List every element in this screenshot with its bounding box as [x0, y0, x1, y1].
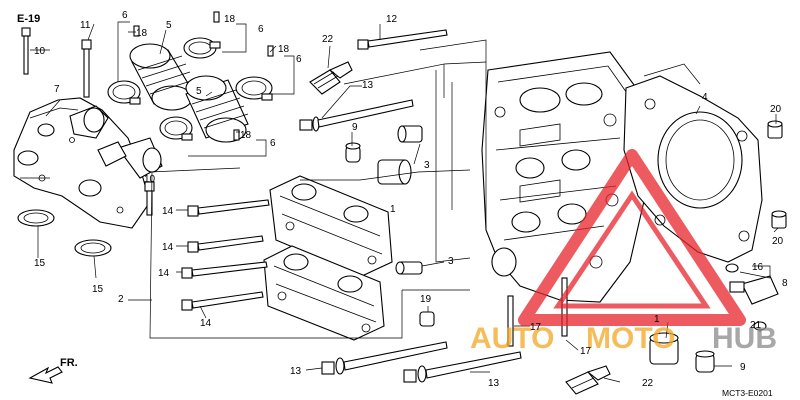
callout-3-top: 3 — [424, 160, 430, 171]
callout-18-d: 18 — [240, 130, 252, 141]
screw-18-d — [233, 129, 240, 141]
callout-1-top: 1 — [390, 204, 396, 215]
bolt-10-top — [21, 27, 31, 75]
guide-1-lower — [649, 332, 679, 365]
front-direction-label: FR. — [60, 357, 78, 369]
spark-plug-22-top — [309, 61, 353, 95]
spark-plug-22-lower — [565, 365, 611, 395]
callout-10-top: 10 — [34, 46, 46, 57]
callout-7: 7 — [54, 84, 60, 95]
callout-6-a: 6 — [122, 10, 128, 21]
band-6-lower-left — [159, 116, 193, 141]
callout-9-top: 9 — [352, 122, 358, 133]
callout-13-lower-a: 13 — [290, 366, 302, 377]
callout-18-a: 18 — [136, 28, 148, 39]
section-reference: E-19 — [17, 13, 40, 25]
insulator-5-lower — [185, 75, 249, 143]
thermostat-housing — [13, 97, 163, 229]
dowel-pin-20-upper — [767, 120, 783, 139]
callout-2: 2 — [118, 294, 124, 305]
callout-18-b: 18 — [224, 14, 236, 25]
callout-14-a: 14 — [162, 206, 174, 217]
assembly-frame — [149, 39, 701, 339]
o-ring-15-left — [17, 209, 55, 227]
callout-10-lower: 10 — [144, 174, 156, 185]
temperature-sensor-8 — [729, 275, 779, 305]
watermark-logo: AUTO MOTO HUB — [470, 149, 777, 355]
callout-14-b: 14 — [162, 242, 174, 253]
callout-20-lower: 20 — [772, 236, 784, 247]
o-ring-16 — [725, 263, 739, 273]
screw-18-c — [267, 45, 274, 57]
bolt-14-b — [187, 235, 264, 253]
callout-12: 12 — [386, 14, 398, 25]
bolt-13-lower-b — [403, 351, 522, 383]
bolt-14-d — [181, 291, 264, 311]
callout-20-top: 20 — [770, 104, 782, 115]
seal-9-upper — [345, 142, 361, 163]
callout-8: 8 — [782, 278, 788, 289]
watermark-text-hub: HUB — [712, 322, 777, 355]
callout-6-b: 6 — [258, 24, 264, 35]
band-6-lower-right — [235, 76, 273, 101]
callout-21: 21 — [750, 320, 762, 331]
callout-labels: 11 10 7 6 18 5 18 6 12 22 18 6 5 18 6 13… — [34, 10, 788, 389]
camshaft-holder-lower — [263, 245, 385, 341]
stud-17-a — [507, 295, 514, 347]
bolt-13-upper — [299, 99, 414, 132]
callout-13-top: 13 — [362, 80, 374, 91]
callout-16: 16 — [752, 262, 764, 273]
callout-22-lower: 22 — [642, 378, 654, 389]
leader-lines — [20, 21, 779, 383]
watermark-text-moto: MOTO — [586, 322, 675, 355]
bolt-13-lower-a — [321, 341, 448, 375]
callout-3-lower: 3 — [448, 256, 454, 267]
screw-18-a — [133, 25, 140, 37]
pin-19 — [419, 311, 435, 327]
bolt-12 — [357, 29, 448, 50]
callout-17-a: 17 — [530, 322, 542, 333]
cylinder-head — [481, 51, 651, 303]
front-direction-arrow: FR. — [28, 357, 78, 384]
guide-1-upper — [377, 159, 412, 185]
callout-14-d: 14 — [200, 318, 212, 329]
band-6-upper-right — [183, 37, 221, 59]
bolt-14-a — [187, 199, 270, 217]
callout-19: 19 — [420, 294, 432, 305]
callout-5-lower: 5 — [196, 86, 202, 97]
callout-6-c: 6 — [296, 54, 302, 65]
watermark-text-auto: AUTO — [470, 322, 554, 355]
callout-1-lower: 1 — [654, 314, 660, 325]
callout-13-lower-b: 13 — [488, 378, 500, 389]
dowel-3-upper — [397, 125, 423, 143]
watermark-triangle-icon — [518, 149, 746, 326]
callout-11: 11 — [80, 20, 91, 31]
callout-18-c: 18 — [278, 44, 290, 55]
callout-17-b: 17 — [580, 346, 592, 357]
figure-code: MCT3-E0201 — [722, 388, 773, 398]
camshaft-holder-upper — [269, 175, 393, 277]
callout-9-lower: 9 — [740, 362, 746, 373]
dowel-pin-20-lower — [771, 210, 787, 229]
callout-15-left: 15 — [34, 258, 46, 269]
o-ring-15-right — [74, 239, 112, 257]
bolt-10-lower — [144, 181, 155, 216]
band-6-upper-left — [107, 80, 141, 105]
insulator-5-upper — [129, 43, 195, 111]
callout-14-c: 14 — [158, 268, 170, 279]
bolt-14-c — [181, 261, 268, 279]
bolt-11 — [81, 39, 92, 98]
screw-18-b — [213, 11, 220, 23]
callout-6-d: 6 — [270, 138, 276, 149]
callout-15-right: 15 — [92, 284, 104, 295]
callout-4: 4 — [702, 92, 708, 103]
seal-9-lower — [695, 350, 715, 373]
callout-22-top: 22 — [322, 34, 334, 45]
head-gasket — [623, 75, 763, 263]
dowel-3-lower — [395, 261, 423, 275]
callout-5-upper: 5 — [166, 20, 172, 31]
